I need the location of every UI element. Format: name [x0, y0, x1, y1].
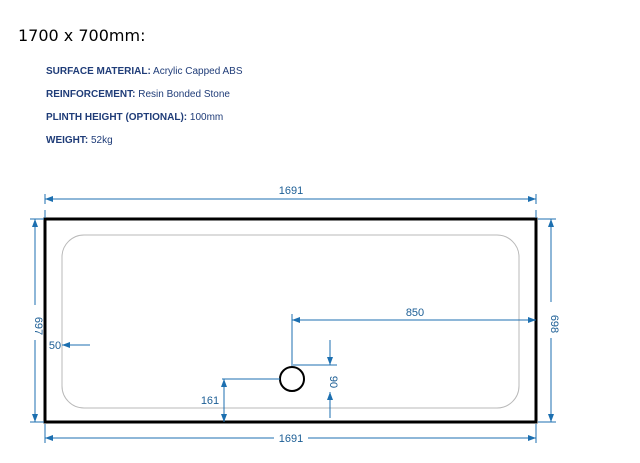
right-height-dimension: 698 [538, 218, 560, 423]
bottom-width-label: 1691 [279, 433, 303, 445]
spec-value: 52kg [88, 135, 113, 146]
top-width-label: 1691 [279, 185, 303, 197]
spec-label: SURFACE MATERIAL: [46, 66, 151, 77]
spec-value: Resin Bonded Stone [135, 89, 230, 100]
waste-outlet [279, 366, 305, 392]
spec-value: 100mm [187, 112, 224, 123]
waste-from-wall-label: 90 [327, 376, 339, 388]
top-width-dimension: 1691 [44, 185, 537, 218]
tray-basin [61, 234, 520, 409]
spec-surface-material: SURFACE MATERIAL: Acrylic Capped ABS [46, 66, 243, 77]
waste-to-right-label: 850 [406, 307, 424, 319]
spec-label: REINFORCEMENT: [46, 89, 136, 100]
spec-reinforcement: REINFORCEMENT: Resin Bonded Stone [46, 89, 230, 100]
right-height-label: 698 [548, 315, 560, 333]
spec-plinth-height: PLINTH HEIGHT (OPTIONAL): 100mm [46, 112, 223, 123]
edge-offset-label: 50 [49, 340, 61, 352]
left-height-dimension: 697 [30, 218, 44, 423]
waste-to-right-dimension: 850 [291, 307, 536, 366]
waste-to-left-dimension: 161 [201, 378, 280, 422]
spec-label: PLINTH HEIGHT (OPTIONAL): [46, 112, 188, 123]
left-height-label: 697 [32, 317, 44, 335]
spec-value: Acrylic Capped ABS [150, 66, 243, 77]
spec-weight: WEIGHT: 52kg [46, 135, 113, 146]
spec-label: WEIGHT: [46, 135, 89, 146]
edge-offset-dimension: 50 [49, 340, 90, 352]
bottom-width-dimension: 1691 [44, 424, 537, 445]
waste-from-wall-dimension: 90 [293, 340, 339, 418]
waste-to-left-label: 161 [201, 395, 219, 407]
page-heading: 1700 x 700mm: [18, 26, 146, 45]
